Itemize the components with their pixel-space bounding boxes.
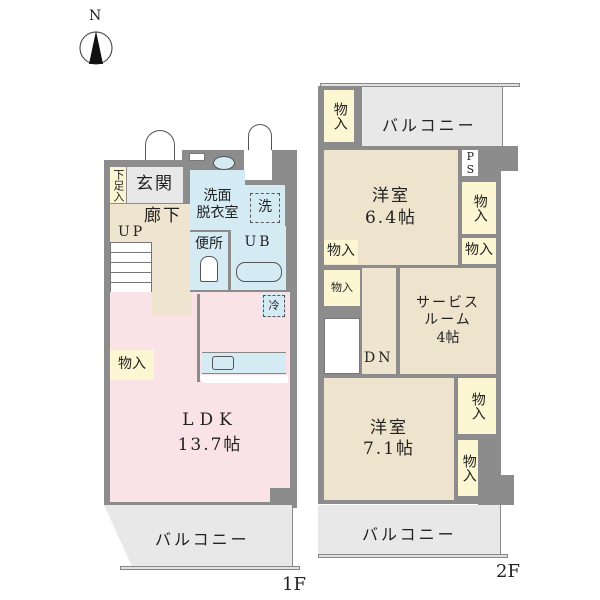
fridge-space: 冷 [262,294,286,318]
ldk-label: LDK 13.7帖 [177,410,243,455]
unit-bath: UB [231,226,286,290]
porch [244,150,272,180]
kitchen-counter [202,352,286,374]
balcony-2f-bottom-label: バルコニー [362,525,457,544]
floor-label-2f: 2F [496,561,520,582]
balcony-1f [104,505,293,567]
genkan: 玄関 [127,167,183,203]
toilet-icon [200,255,218,282]
storage-door[interactable] [248,124,272,150]
sink-icon [213,156,235,170]
washroom: 洗面 脱衣室 [190,170,245,230]
stairs-up-label: UP [118,224,146,240]
compass-north-label: N [89,8,102,24]
closet-1f: 物入 [110,350,154,380]
closet-2f-right4: 物入 [458,440,478,496]
closet-2f-top: 物入 [324,90,354,142]
washer-space: 洗 [245,185,285,230]
closet-2f-left: 物入 [324,240,358,264]
compass: N [78,8,114,68]
closet-2f-right1: 物入 [462,182,496,234]
ldk-corner-block [270,488,297,508]
washer-icon: 洗 [250,192,280,223]
toilet: 便所 [190,232,228,290]
stairs-down-label: DN [364,350,394,366]
balcony-2f-top-rail [320,83,520,87]
western-room-7-1: 洋室 7.1帖 [324,378,454,500]
balcony-2f-top [358,86,503,146]
pipe-space: PS [462,150,478,176]
north-arrow-icon [79,31,113,65]
balcony-1f-rail [120,566,300,570]
kitchen-wall [197,294,200,382]
counter-backsplash [200,375,288,383]
2f-bottom-block [478,475,514,505]
2f-ps-block [478,146,518,171]
shoe-closet: 下足入 [110,167,126,203]
staircase-2f[interactable] [324,318,360,374]
balcony-1f-label: バルコニー [155,530,250,549]
balcony-2f-top-label: バルコニー [382,116,477,135]
bathtub-icon [235,261,282,282]
closet-2f-stair: 物入 [324,270,360,306]
floor-label-1f: 1F [282,574,306,595]
entrance-door[interactable] [145,130,175,160]
hall-lower [152,292,192,316]
closet-2f-right3: 物入 [458,378,496,434]
balcony-2f-bottom [318,505,501,555]
closet-2f-right2: 物入 [462,238,496,264]
fridge-icon: 冷 [263,295,285,317]
kitchen-sink-icon [212,356,234,370]
balcony-2f-bottom-rail [318,554,508,558]
hall-2f [362,268,396,374]
1f-corner-block [272,150,297,180]
vent-icon [189,153,205,161]
service-room: サービス ルーム 4帖 [400,268,496,374]
ldk [110,292,290,502]
